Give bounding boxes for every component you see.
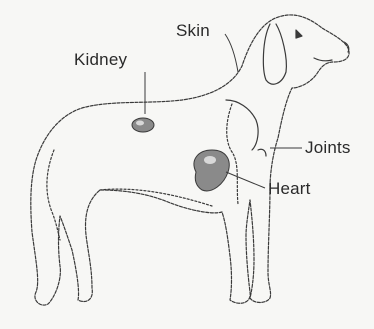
dog-eye xyxy=(296,30,302,38)
heart-organ xyxy=(194,150,229,191)
dog-ear xyxy=(263,24,286,84)
heart-leader-line xyxy=(226,172,265,188)
skin-label: Skin xyxy=(176,22,210,39)
heart-label: Heart xyxy=(268,180,311,197)
kidney-label: Kidney xyxy=(74,51,127,68)
front-leg-contour xyxy=(227,104,238,204)
joints-label: Joints xyxy=(305,139,351,156)
hind-leg-contour xyxy=(47,150,60,240)
kidney-organ xyxy=(132,118,154,132)
dog-mouth xyxy=(314,58,332,61)
elbow-joint xyxy=(258,149,266,156)
skin-leader-line xyxy=(225,34,238,72)
